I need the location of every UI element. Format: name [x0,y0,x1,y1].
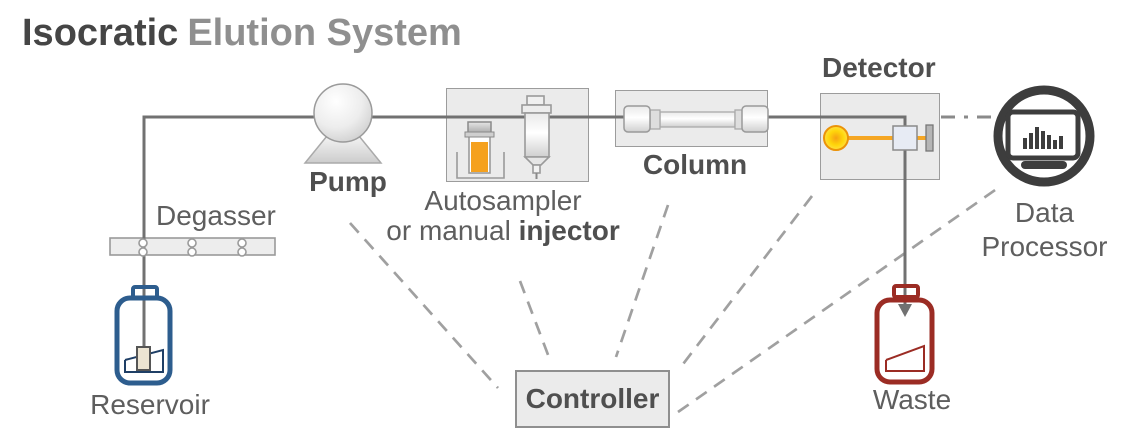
data-processor-label: Data Processor [981,197,1108,262]
pump-icon [303,83,383,164]
controller-label: Controller [525,383,660,414]
waste-bottle-icon [874,284,935,385]
column-label: Column [642,149,748,180]
autosampler-label: Autosampler or manual injector [375,186,631,246]
control-line-column [614,204,670,358]
photodiode-icon [925,124,934,152]
detector-label: Detector [822,52,936,83]
chromatogram-bars [1023,127,1063,149]
reservoir-label: Reservoir [90,389,210,420]
autosampler-label-line1: Autosampler [424,185,582,216]
lamp-icon [823,125,849,151]
control-line-pump [348,222,500,389]
flow-cell-icon [892,125,918,151]
autosampler-label-line2: or manual injector [386,215,620,246]
pump-label: Pump [309,166,387,197]
controller-box: Controller [515,370,670,428]
vial-icon [456,121,505,179]
control-line-data-processor [677,186,999,414]
waste-label: Waste [872,384,952,415]
monitor-chart-icon [993,85,1095,187]
detector-internals [823,124,934,152]
title-primary: Isocratic [22,12,179,54]
control-line-detector [678,195,814,369]
title-secondary: Elution System [187,12,462,54]
column-tube-icon [623,105,769,133]
flow-arrow-icon [898,304,912,317]
control-line-autosampler [518,280,552,361]
degasser-holes [138,238,247,257]
reservoir-bottle-icon [114,285,173,386]
degasser-label: Degasser [156,200,276,231]
syringe-icon [521,95,552,179]
